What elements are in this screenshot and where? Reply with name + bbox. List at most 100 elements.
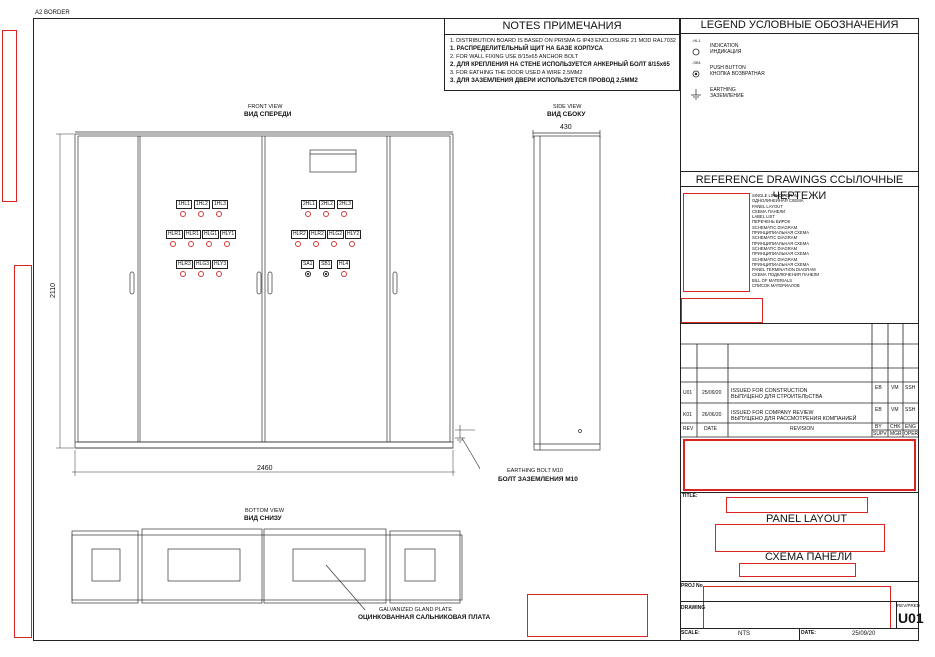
eng-col-header: ENG [905, 424, 916, 430]
reference-item: ПРИНЦИПИАЛЬНАЯ СХЕМА [752, 251, 810, 257]
side-view-drawing [532, 130, 601, 451]
revision-chk: VM [891, 407, 899, 413]
title-redaction-1 [726, 497, 868, 513]
push-button-icon [323, 271, 329, 277]
legend-symbol-tag: -HL1 [692, 38, 701, 43]
drawing-label: DRAWING [681, 605, 706, 611]
indicator-tag: HLR2 [309, 230, 326, 239]
indicator-tag: 2HL3 [337, 200, 353, 209]
sheet-size-label: A2 BORDER [35, 10, 70, 16]
title-en: PANEL LAYOUT [766, 513, 848, 525]
bottom-view-drawing [71, 528, 463, 610]
indicator-tag: 1HL2 [194, 200, 210, 209]
earthing-bolt-icon [455, 425, 480, 470]
indicator-tag: SA1 [301, 260, 315, 269]
proj-label: PROJ No [681, 583, 703, 589]
indicator-lamp-icon [180, 271, 186, 277]
indicator-lamp-icon [224, 241, 230, 247]
mgr-col-header: MGR [890, 431, 902, 437]
front-height-dim: 2110 [50, 282, 57, 298]
notes-box: NOTES ПРИМЕЧАНИЯ 1. DISTRIBUTION BOARD I… [444, 18, 680, 91]
revision-grid [680, 324, 919, 438]
title-block-frame [680, 492, 919, 641]
reference-item: PANEL TERMINATION DIAGRAM [752, 267, 816, 273]
indicator-tag: HLY3 [212, 260, 229, 269]
reference-item: SCHEMATIC DIAGRAM [752, 235, 798, 241]
legend-title: LEGEND УСЛОВНЫЕ ОБОЗНАЧЕНИЯ [680, 18, 919, 34]
note-line: 2. ДЛЯ КРЕПЛЕНИЯ НА СТЕНЕ ИСПОЛЬЗУЕТСЯ А… [450, 62, 670, 68]
revpred-label: REV/PRED [897, 603, 921, 608]
scale-label: SCALE: [681, 630, 700, 636]
legend-label-en: INDICATION [710, 43, 739, 49]
indicator-tag: HLG3 [194, 260, 212, 269]
indicator-tag: HLR1 [166, 230, 183, 239]
note-line: 2. FOR WALL FIXING USE 8/15x65 ANCHOR BO… [450, 54, 579, 60]
reference-item: ОДНОЛИНЕЙНАЯ СХЕМА [752, 198, 804, 204]
revision-eng: SSH [905, 407, 916, 413]
date-col-header: DATE [704, 426, 717, 432]
indicator-lamp-icon [198, 211, 204, 217]
right-column [680, 18, 919, 641]
rev-value: U01 [898, 610, 924, 626]
indicator-tag: HLR3 [176, 260, 193, 269]
gland-label-ru: ОЦИНКОВАННАЯ САЛЬНИКОВАЯ ПЛАТА [358, 614, 491, 621]
title-label: TITLE: [682, 493, 698, 499]
date-label: DATE: [801, 630, 816, 636]
revision-code: K01 [683, 412, 692, 418]
reference-redaction-2 [681, 298, 763, 323]
indicator-tag: 1HL3 [212, 200, 228, 209]
title-redaction-2 [715, 524, 885, 552]
side-view-label-ru: ВИД СБОКУ [547, 111, 586, 118]
reference-item: СПИСОК МАТЕРИАЛОВ [752, 283, 800, 289]
indicator-lamp-icon [349, 241, 355, 247]
indicator-tag: HL4 [337, 260, 351, 269]
indicator-lamp-icon [188, 241, 194, 247]
indicator-lamp-icon [295, 241, 301, 247]
revision-desc-ru: ВЫПУЩЕНО ДЛЯ СТРОИТЕЛЬСТВА [731, 394, 823, 400]
indicator-tag: HLR1 [184, 230, 201, 239]
bottom-view-label-ru: ВИД СНИЗУ [244, 515, 282, 522]
front-view-label-en: FRONT VIEW [248, 104, 283, 110]
legend-label-ru: ЗАЗЕМЛЕНИЕ [710, 93, 744, 99]
revision-eng: SSH [905, 385, 916, 391]
indicator-tag: HLY1 [220, 230, 237, 239]
drawing-row [680, 601, 919, 628]
date-value: 25/09/20 [852, 631, 876, 637]
indicator-lamp-icon [206, 241, 212, 247]
indicator-lamp-icon [313, 241, 319, 247]
revision-desc-en: ISSUED FOR CONSTRUCTION [731, 388, 808, 394]
legend-label-en: EARTHING [710, 87, 736, 93]
reference-redaction [683, 193, 750, 292]
legend-symbol-tag: -SB1 [692, 60, 701, 65]
reference-item: ПЕРЕЧЕНЬ БИРОК [752, 219, 791, 225]
indicator-lamp-icon [170, 241, 176, 247]
push-button-icon [690, 66, 702, 78]
oper-col-header: OPER [904, 431, 919, 437]
reference-item: СХЕМА ПОДКЛЮЧЕНИЯ ПАНЕЛИ [752, 272, 820, 278]
legend-label-ru: КНОПКА ВОЗВРАТНАЯ [710, 71, 765, 77]
legend-label-ru: ИНДИКАЦИЯ [710, 49, 742, 55]
reference-item: ПРИНЦИПИАЛЬНАЯ СХЕМА [752, 240, 810, 246]
margin-redaction-bottom [14, 265, 32, 638]
reference-item: SCHEMATIC DIAGRAM [752, 224, 798, 230]
indicator-tag: HLR2 [291, 230, 308, 239]
bottom-redaction [527, 594, 648, 637]
note-line: 3. ДЛЯ ЗАЗЕМЛЕНИЯ ДВЕРИ ИСПОЛЬЗУЕТСЯ ПРО… [450, 78, 638, 84]
indicator-lamp-icon [341, 211, 347, 217]
note-line: 3. FOR EATHING THE DOOR USED A WIRE 2.5M… [450, 70, 583, 76]
reference-item: SINGLE LINE DIAGRAM [752, 193, 799, 198]
rev-col-header: REV [683, 426, 694, 432]
indicator-lamp-icon [216, 211, 222, 217]
indicator-tag: 2HL1 [301, 200, 317, 209]
proj-row [680, 581, 919, 601]
revision-by: EB [875, 385, 882, 391]
revision-date: 25/09/20 [702, 390, 722, 396]
side-view-label-en: SIDE VIEW [553, 104, 582, 110]
revision-code: U01 [683, 390, 693, 396]
note-line: 1. DISTRIBUTION BOARD IS BASED ON PRISMA… [450, 38, 676, 44]
notes-list: 1. DISTRIBUTION BOARD IS BASED ON PRISMA… [450, 37, 676, 85]
indicator-lamp-icon [180, 211, 186, 217]
reference-item: СХЕМА ПАНЕЛИ [752, 208, 786, 214]
indicator-tag: HLY2 [345, 230, 362, 239]
